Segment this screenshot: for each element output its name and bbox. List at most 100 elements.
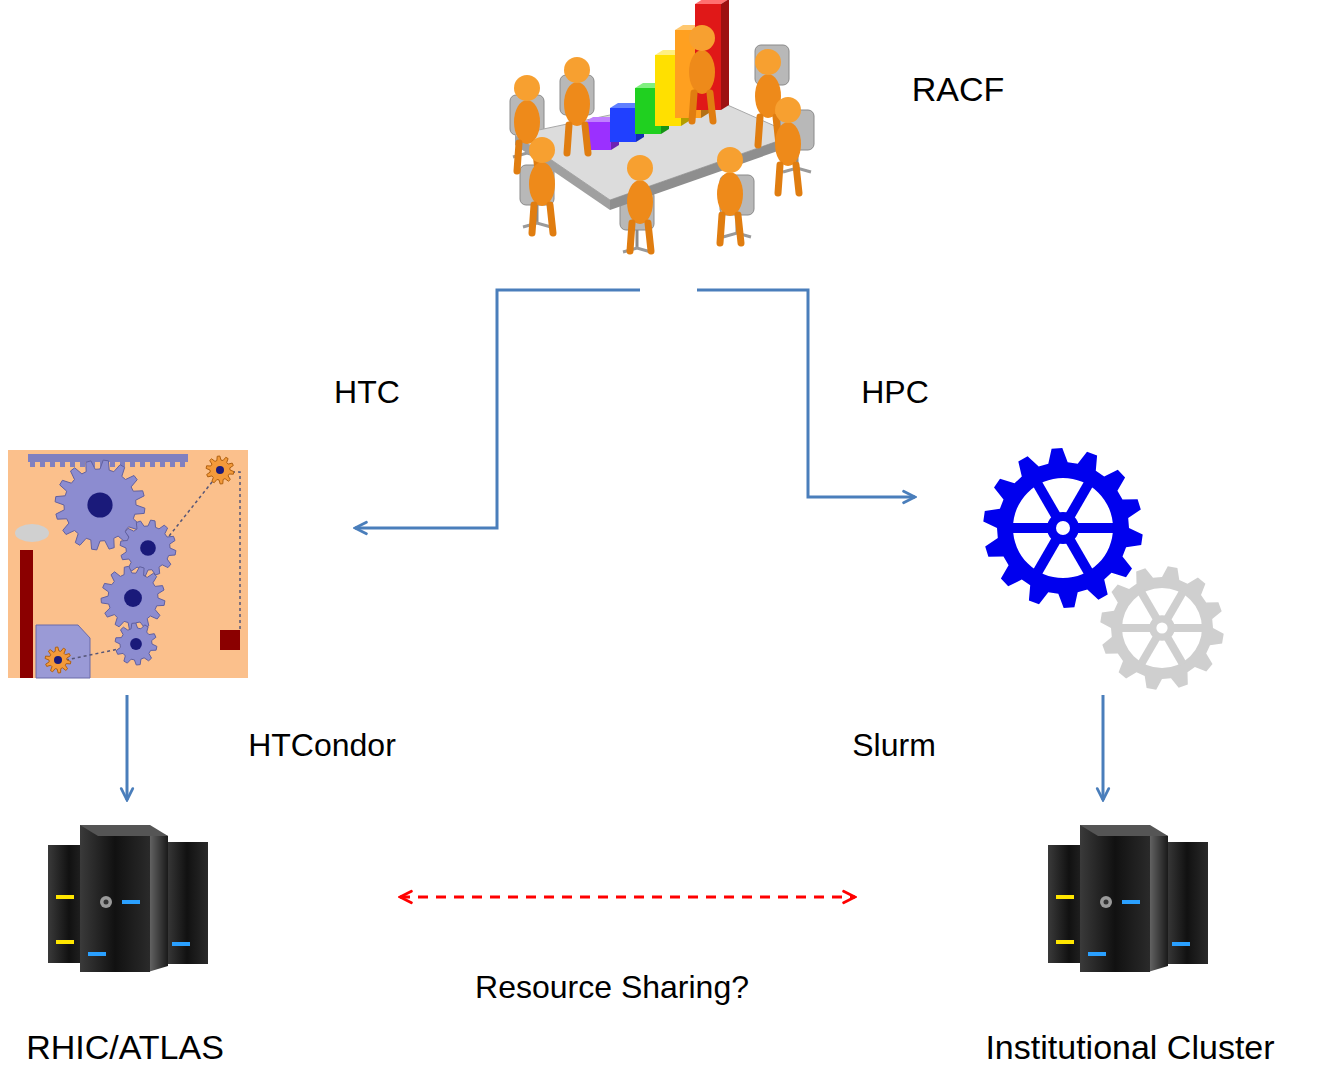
illustration-part bbox=[1037, 537, 1058, 573]
illustration-part bbox=[1056, 940, 1074, 944]
illustration-part bbox=[1080, 825, 1168, 836]
illustration-node bbox=[8, 450, 355, 695]
illustration-part bbox=[567, 125, 588, 153]
illustration-part bbox=[80, 462, 85, 467]
illustration-part bbox=[1156, 622, 1167, 633]
illustration-part bbox=[180, 462, 185, 467]
illustration-part bbox=[115, 623, 157, 665]
illustration-part bbox=[1172, 624, 1204, 632]
illustration-part bbox=[564, 57, 590, 83]
illustration-part bbox=[101, 566, 165, 630]
illustration-part bbox=[721, 0, 729, 110]
illustration-part bbox=[717, 172, 743, 216]
illustration-part bbox=[56, 940, 74, 944]
illustration-part bbox=[689, 50, 715, 94]
illustration-part bbox=[532, 205, 553, 233]
illustration-part bbox=[100, 896, 112, 908]
edge-label: Slurm bbox=[849, 727, 939, 764]
illustration-part bbox=[124, 589, 142, 607]
illustration-part bbox=[1141, 637, 1157, 665]
illustration-part bbox=[104, 900, 109, 905]
node-illustration bbox=[490, 0, 1020, 290]
illustration-part bbox=[130, 638, 142, 650]
illustration-part bbox=[140, 540, 156, 556]
illustration-part bbox=[220, 630, 240, 650]
illustration-part bbox=[110, 462, 115, 467]
illustration-part bbox=[775, 97, 801, 123]
illustration-part bbox=[1088, 952, 1106, 956]
illustration-part bbox=[1068, 537, 1089, 573]
illustration-part bbox=[88, 952, 106, 956]
illustration-part bbox=[775, 122, 801, 166]
illustration-part bbox=[60, 462, 65, 467]
illustration-part bbox=[529, 137, 555, 163]
illustration-node: RACF bbox=[490, 0, 1020, 290]
node-label: RHIC/ATLAS bbox=[26, 1028, 224, 1067]
illustration-part bbox=[1104, 900, 1109, 905]
illustration-part bbox=[1148, 828, 1168, 972]
illustration-part bbox=[627, 180, 653, 224]
illustration-part bbox=[1141, 592, 1157, 620]
edge-label: HPC bbox=[858, 374, 932, 411]
illustration-part bbox=[15, 524, 49, 542]
illustration-part bbox=[720, 215, 741, 243]
illustration-node: RHIC/ATLAS bbox=[8, 800, 400, 1070]
illustration-part bbox=[8, 450, 248, 678]
edge-label: HTCondor bbox=[245, 727, 399, 764]
illustration-part bbox=[983, 448, 1142, 608]
illustration-part bbox=[1047, 512, 1079, 544]
illustration-part bbox=[1122, 900, 1140, 904]
illustration-part bbox=[56, 895, 74, 899]
illustration-part bbox=[170, 462, 175, 467]
illustration-part bbox=[1080, 825, 1150, 972]
illustration-part bbox=[150, 462, 155, 467]
illustration-part bbox=[70, 462, 75, 467]
connector-arrow bbox=[1102, 695, 1105, 800]
illustration-part bbox=[122, 900, 140, 904]
illustration-part bbox=[50, 462, 55, 467]
illustration-part bbox=[564, 82, 590, 126]
illustration-part bbox=[172, 942, 190, 946]
node-illustration bbox=[8, 450, 355, 695]
illustration-node: Institutional Cluster bbox=[855, 800, 1330, 1070]
illustration-part bbox=[1100, 896, 1112, 908]
illustration-part bbox=[636, 230, 639, 248]
illustration-part bbox=[166, 842, 208, 964]
illustration-part bbox=[630, 223, 651, 251]
edge-label: HTC bbox=[331, 374, 403, 411]
illustration-part bbox=[610, 108, 636, 142]
connector-arrow bbox=[126, 695, 129, 800]
illustration-part bbox=[1037, 483, 1058, 519]
illustration-part bbox=[627, 155, 653, 181]
illustration-part bbox=[755, 49, 781, 75]
illustration-part bbox=[206, 456, 234, 484]
illustration-part bbox=[1167, 637, 1183, 665]
illustration-part bbox=[1056, 521, 1070, 535]
illustration-part bbox=[692, 93, 713, 121]
node-illustration bbox=[915, 450, 1230, 695]
illustration-part bbox=[778, 165, 799, 193]
illustration-part bbox=[529, 162, 555, 206]
illustration-part bbox=[66, 472, 240, 660]
illustration-part bbox=[1068, 483, 1089, 519]
illustration-part bbox=[45, 647, 71, 673]
illustration-part bbox=[40, 462, 45, 467]
illustration-part bbox=[130, 462, 135, 467]
illustration-part bbox=[1100, 566, 1223, 689]
illustration-part bbox=[216, 466, 224, 474]
illustration-part bbox=[1149, 615, 1175, 641]
illustration-part bbox=[523, 223, 551, 227]
illustration-part bbox=[160, 462, 165, 467]
illustration-part bbox=[514, 75, 540, 101]
illustration-part bbox=[514, 100, 540, 144]
illustration-part bbox=[140, 462, 145, 467]
illustration-part bbox=[80, 825, 168, 836]
illustration-part bbox=[1073, 523, 1115, 533]
illustration-part bbox=[87, 492, 112, 517]
illustration-part bbox=[80, 825, 150, 972]
illustration-part bbox=[148, 828, 168, 972]
illustration-part bbox=[1172, 942, 1190, 946]
illustration-part bbox=[30, 462, 35, 467]
illustration-part bbox=[1120, 624, 1152, 632]
illustration-part bbox=[1167, 592, 1183, 620]
